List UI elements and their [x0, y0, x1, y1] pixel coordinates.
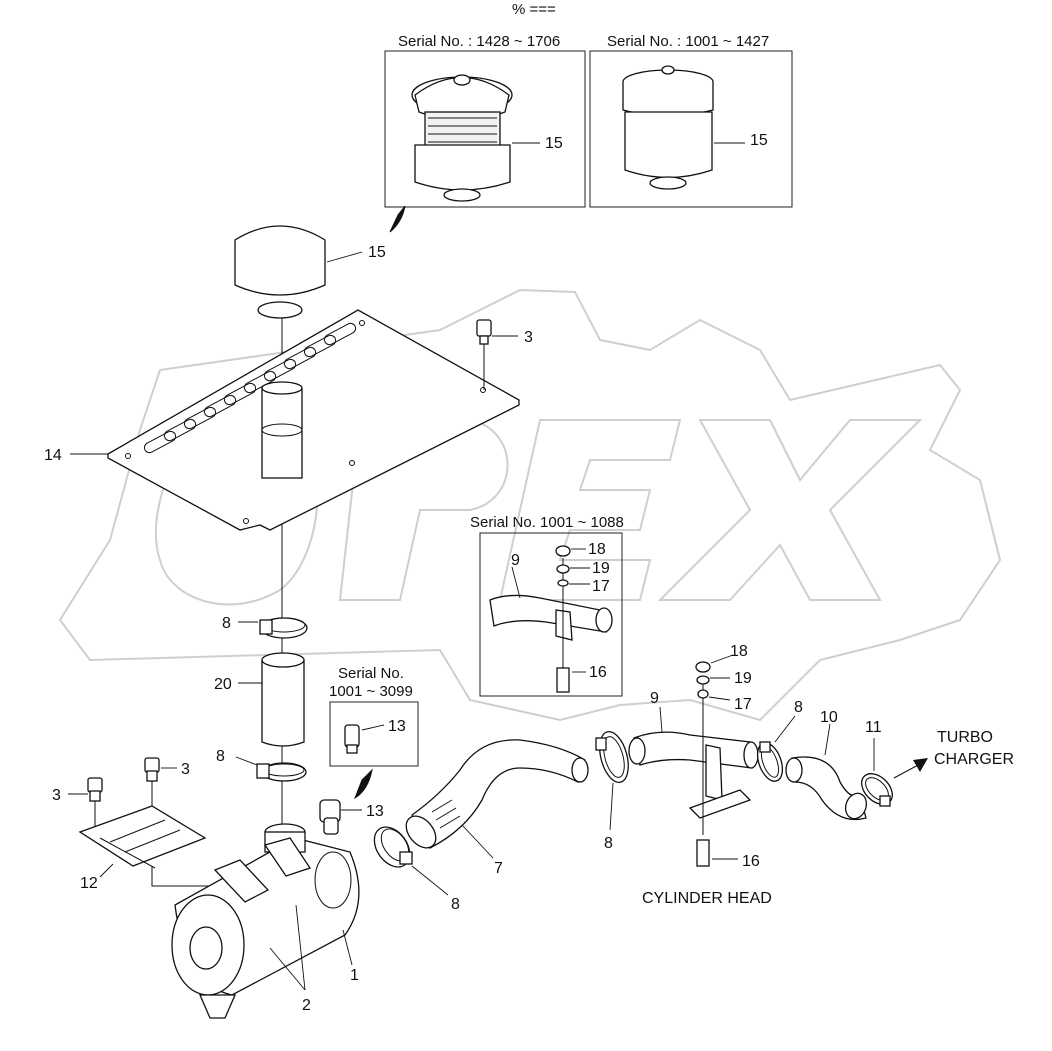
clamp-part-8-outlet: 8: [373, 826, 460, 913]
part-10-label: 10: [820, 709, 838, 726]
part-8-label-right: 8: [794, 699, 803, 716]
part-17-label-b: 17: [734, 696, 752, 713]
part-2-label: 2: [302, 997, 311, 1014]
serial-label-1001-1427: Serial No. : 1001 ~ 1427: [607, 33, 769, 50]
plate-part-14: 14: [44, 309, 520, 531]
cylinder-head-label: CYLINDER HEAD: [642, 890, 772, 907]
part-19-label-a: 19: [592, 560, 610, 577]
bolt-part-3-mid: 3: [144, 757, 190, 812]
serial-label-1001-1088: Serial No. 1001 ~ 1088: [470, 514, 624, 531]
watermark-letter-p: [338, 419, 509, 601]
inset-arrow: [389, 205, 406, 233]
serial-label-1428: Serial No. : 1428 ~ 1706: [398, 33, 560, 50]
cap-part-15: 15: [234, 225, 386, 319]
part-19-label-b: 19: [734, 670, 752, 687]
inset-serial-1001-1088: Serial No. 1001 ~ 1088 18 19 17 9 16: [470, 514, 624, 697]
part-11-label: 11: [865, 719, 882, 736]
clamp-part-8-right: 8: [756, 699, 803, 782]
bracket-part-12: 12: [78, 805, 340, 892]
part-1-label: 1: [350, 967, 359, 984]
turbo-arrow: [893, 758, 928, 779]
part-7-label: 7: [494, 860, 503, 877]
part-9-label-b: 9: [650, 690, 659, 707]
part-15-label-b: 15: [750, 132, 768, 149]
elbow-part-10: 10: [785, 709, 868, 821]
part-15-label-a: 15: [545, 135, 563, 152]
part-20-label: 20: [214, 676, 232, 693]
part-18-label-b: 18: [730, 643, 748, 660]
part-8-label-lower-left: 8: [216, 748, 225, 765]
inset-serial-1001-3099: Serial No. 1001 ~ 3099 13: [329, 665, 419, 800]
indicator-part-13: 13: [319, 799, 384, 835]
clamp-part-8-pipe: 8: [595, 731, 629, 852]
bolt-part-3-left: 3: [52, 777, 103, 832]
gear-icon: [58, 288, 1002, 722]
part-18-label-a: 18: [588, 541, 606, 558]
inset-serial-1428: Serial No. : 1428 ~ 1706 15: [384, 33, 586, 208]
clamp-part-8-lower-left: 8: [216, 748, 307, 782]
watermark-letter-x: [657, 419, 923, 601]
part-9-label-a: 9: [511, 552, 520, 569]
header-mark: % ===: [512, 1, 556, 18]
part-3-label-left: 3: [52, 787, 61, 804]
part-3-label-mid: 3: [181, 761, 190, 778]
watermark-letter-e: [498, 419, 682, 601]
pipe-part-9: 18 19 17 9 16: [628, 643, 760, 870]
part-15-label-c: 15: [368, 244, 386, 261]
inset-serial-1001-1427: Serial No. : 1001 ~ 1427 15: [589, 33, 793, 208]
part-13-label-b: 13: [366, 803, 384, 820]
hose-part-7: 7: [405, 739, 589, 877]
serial-small-line2: 1001 ~ 3099: [329, 683, 413, 700]
turbo-label-line2: CHARGER: [934, 751, 1014, 768]
part-12-label: 12: [80, 875, 98, 892]
hose-part-20: 20: [214, 652, 305, 747]
bolt-part-3-top: 3: [476, 319, 533, 390]
part-8-label-pipe: 8: [604, 835, 613, 852]
part-14-label: 14: [44, 447, 62, 464]
part-8-label-upper: 8: [222, 615, 231, 632]
part-16-label-b: 16: [742, 853, 760, 870]
serial-small-line1: Serial No.: [338, 665, 404, 682]
turbo-label-line1: TURBO: [937, 729, 993, 746]
clamp-part-8-upper: 8: [222, 615, 308, 639]
part-17-label-a: 17: [592, 578, 610, 595]
part-3-label-top: 3: [524, 329, 533, 346]
part-8-label-outlet: 8: [451, 896, 460, 913]
clamp-part-11: 11: [861, 719, 893, 807]
part-13-label-a: 13: [388, 718, 406, 735]
air-cleaner-part-1: 1 2: [171, 823, 360, 1019]
part-16-label-a: 16: [589, 664, 607, 681]
